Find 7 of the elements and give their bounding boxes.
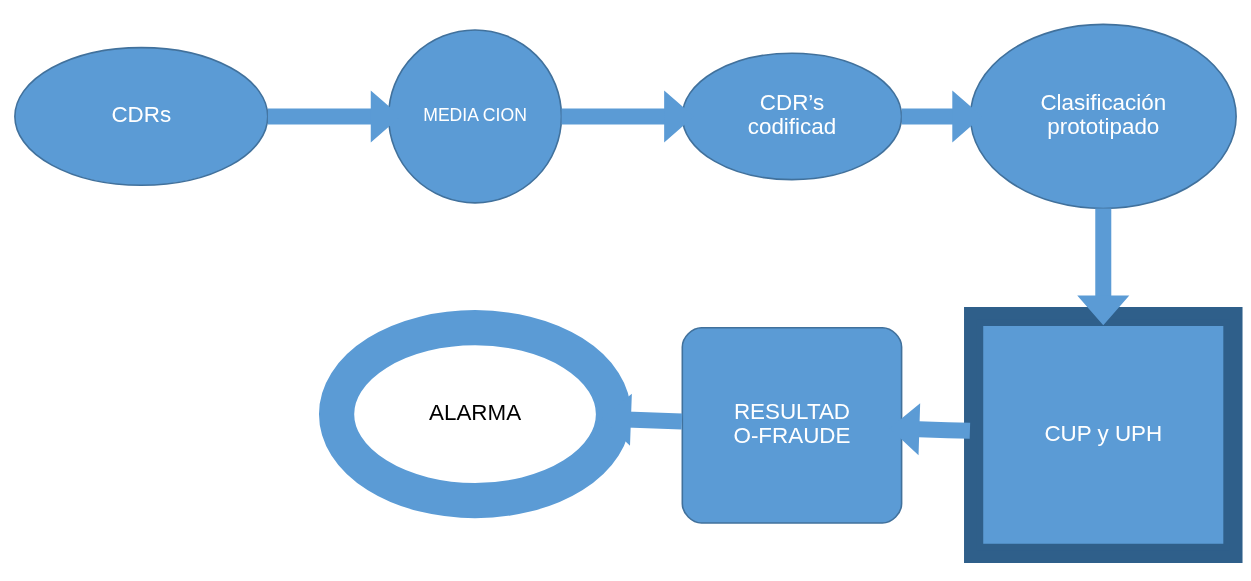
node-ellipse: CDR’s codificad [681, 52, 903, 181]
arrow [1077, 208, 1130, 326]
node-ellipse: CDRs [14, 46, 269, 187]
node-box: CUP y UPH [964, 306, 1243, 563]
node-ellipse: Clasificación prototipado [969, 23, 1237, 210]
node-circle: MEDIA CION [387, 29, 563, 204]
node-box: RESULTAD O-FRAUDE [681, 326, 903, 524]
